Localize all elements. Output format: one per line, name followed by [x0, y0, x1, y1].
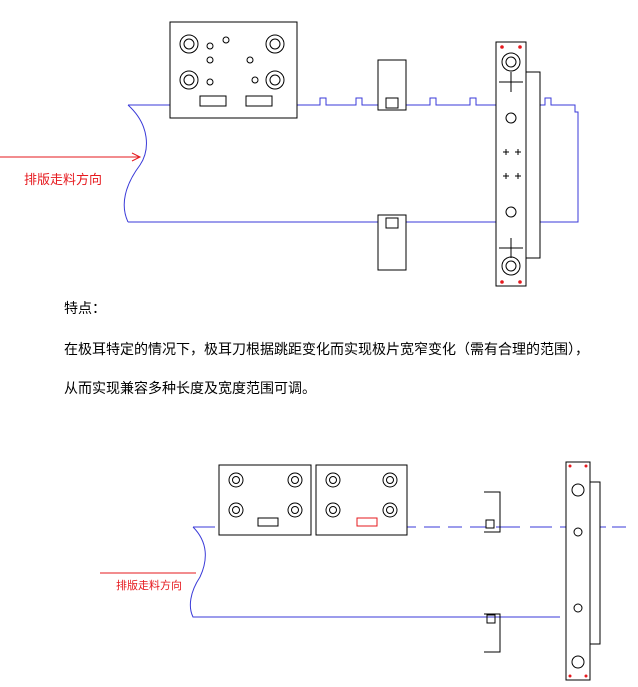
feed-direction-label: 排版走料方向 — [24, 172, 102, 188]
die-block-right — [315, 464, 408, 536]
material-strip-bottom — [189, 526, 626, 618]
punch-lower-bottom — [484, 613, 501, 653]
feed-direction-arrow-bottom: 排版走料方向 — [100, 572, 196, 592]
punch-upper-bottom — [484, 491, 501, 533]
features-description-line2: 从而实现兼容多种长度及宽度范围可调。 — [64, 381, 316, 397]
cutter-vertical — [495, 41, 541, 287]
feed-direction-arrow: 排版走料方向 — [0, 152, 142, 188]
cutter-vertical-bottom — [565, 461, 601, 681]
punch-lower — [377, 214, 407, 271]
punch-upper — [377, 59, 407, 111]
features-description-line1: 在极耳特定的情况下，极耳刀根据跳距变化而实现极片宽窄变化（需有合理的范围）， — [64, 342, 589, 358]
top-layout-diagram: 排版走料方向 — [0, 0, 638, 290]
feed-direction-label-bottom: 排版走料方向 — [116, 578, 182, 592]
die-block-left — [218, 464, 312, 536]
features-title: 特点： — [64, 301, 106, 317]
die-block-top — [169, 21, 298, 119]
bottom-layout-diagram: 排版走料方向 — [0, 452, 638, 687]
